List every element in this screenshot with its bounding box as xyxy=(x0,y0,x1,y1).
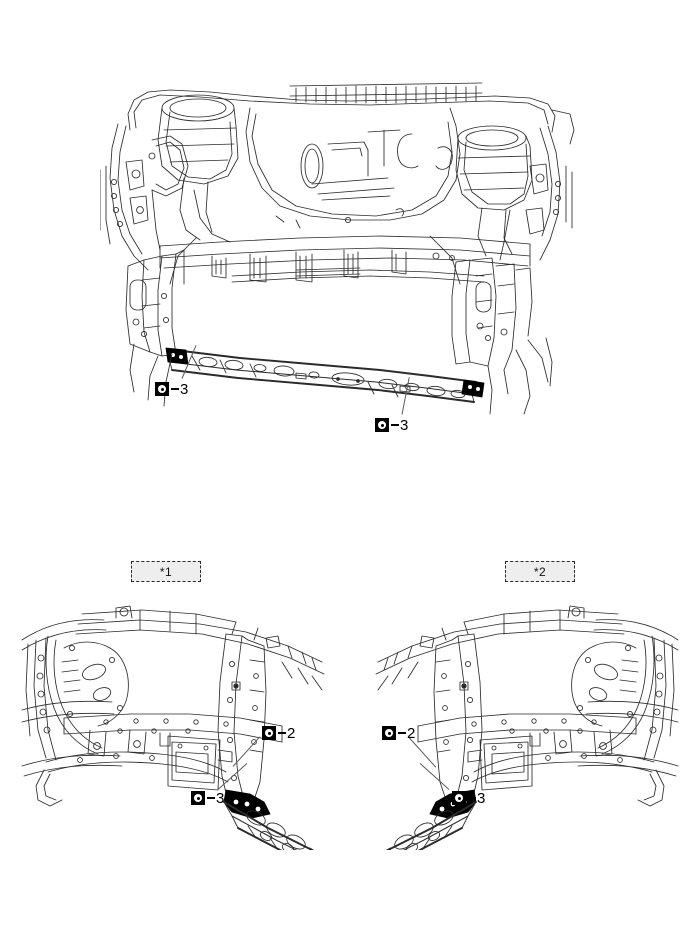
callout-number: 2 xyxy=(407,724,416,742)
callout-weld-2-right-detail[interactable]: 2 xyxy=(382,725,415,741)
callout-dash xyxy=(207,797,215,799)
spot-weld-icon xyxy=(262,726,276,740)
spot-weld-icon xyxy=(375,418,389,432)
spot-weld-icon xyxy=(452,791,466,805)
spot-weld-icon xyxy=(191,791,205,805)
callout-weld-3-left-detail[interactable]: 3 xyxy=(191,790,224,806)
detail-figure-left xyxy=(20,590,340,850)
section-tag-1: *1 xyxy=(131,561,201,582)
callout-number: 3 xyxy=(216,789,225,807)
callout-number: 3 xyxy=(477,789,486,807)
spot-weld-icon xyxy=(382,726,396,740)
callout-dash xyxy=(398,732,406,734)
section-tag-2: *2 xyxy=(505,561,575,582)
section-tag-1-label: *1 xyxy=(159,564,173,579)
detail-figure-right xyxy=(360,590,680,850)
callout-number: 3 xyxy=(180,380,189,398)
callout-weld-3-main-left[interactable]: 3 xyxy=(155,381,188,397)
callout-number: 2 xyxy=(287,724,296,742)
spot-weld-icon xyxy=(155,382,169,396)
callout-dash xyxy=(468,797,476,799)
callout-dash xyxy=(391,424,399,426)
callout-weld-3-main-right[interactable]: 3 xyxy=(375,417,408,433)
callout-weld-2-left-detail[interactable]: 2 xyxy=(262,725,295,741)
callout-number: 3 xyxy=(400,416,409,434)
main-figure-radiator-support xyxy=(100,70,580,440)
section-tag-2-label: *2 xyxy=(533,564,547,579)
callout-weld-3-right-detail[interactable]: 3 xyxy=(452,790,485,806)
callout-dash xyxy=(278,732,286,734)
callout-dash xyxy=(171,388,179,390)
